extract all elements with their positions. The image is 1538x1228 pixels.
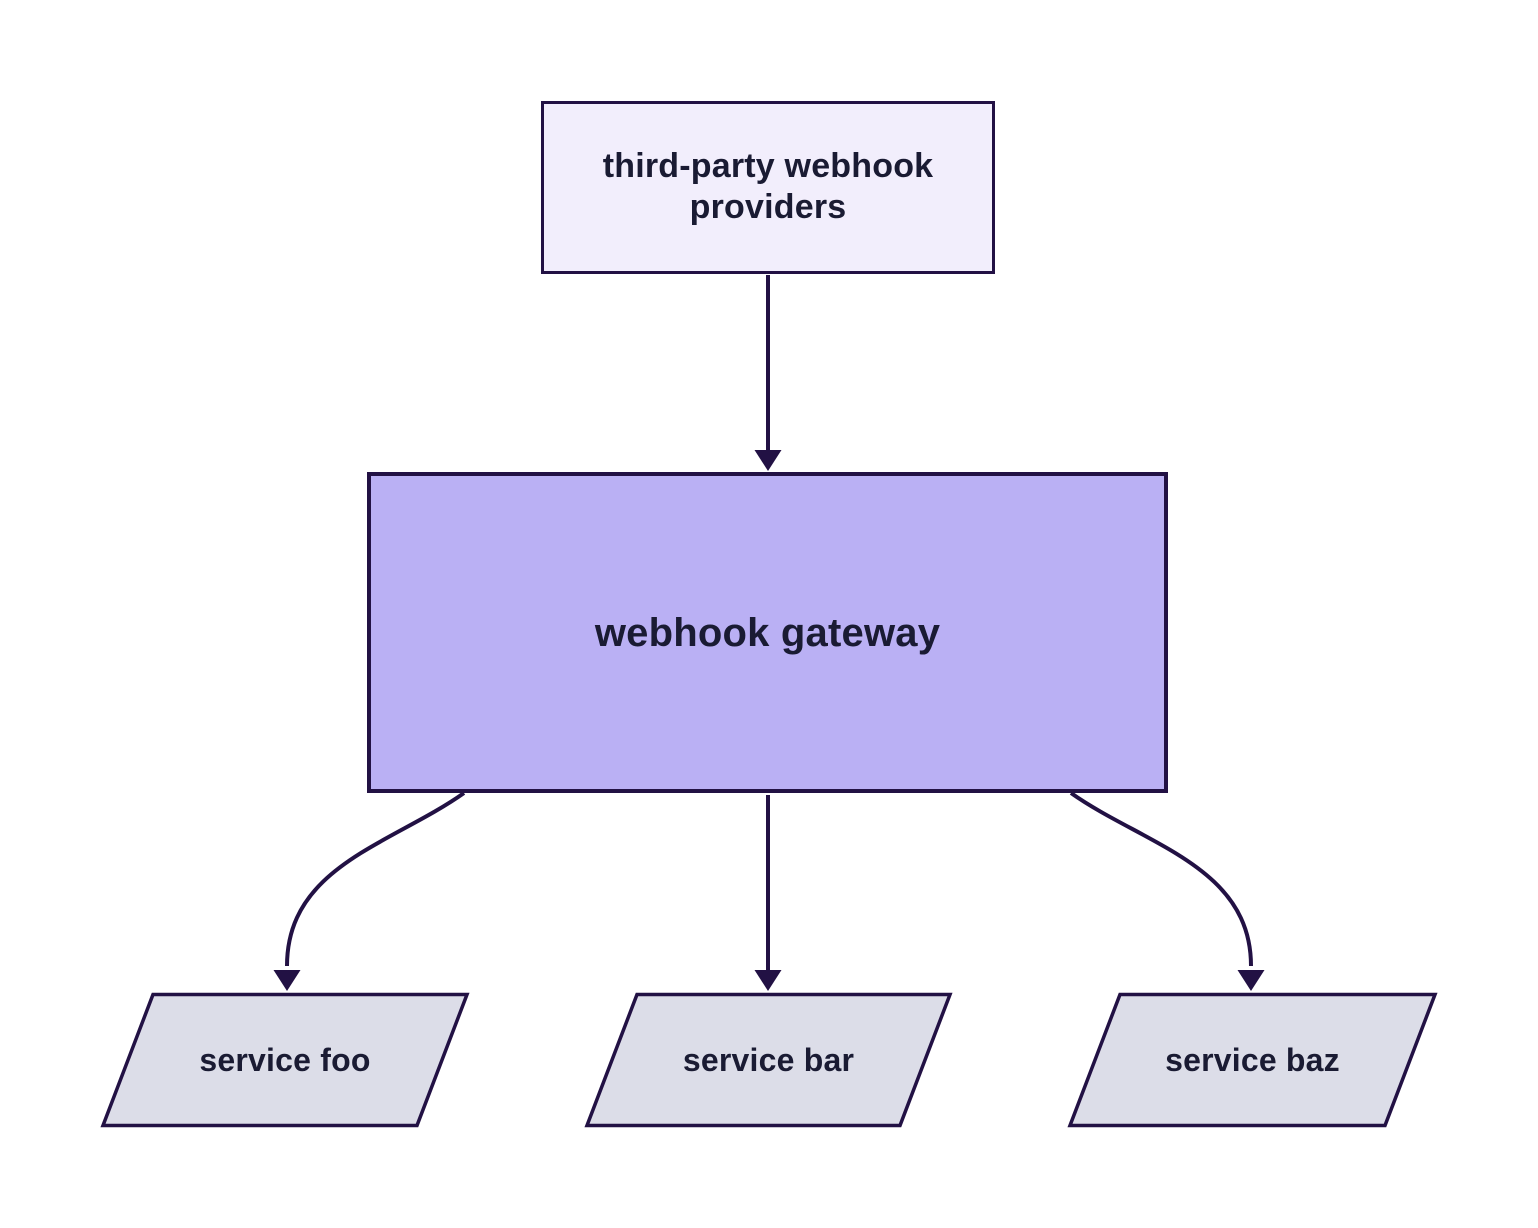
service-foo-node-label: service foo	[199, 1041, 371, 1078]
edge-gateway-to-service-baz	[1069, 791, 1253, 967]
service-baz-node-label: service baz	[1165, 1041, 1340, 1078]
arrowhead-gateway-to-service-baz-icon	[1237, 970, 1265, 991]
gateway-node-label: webhook gateway	[594, 610, 941, 655]
service-baz-node-shape	[1067, 992, 1438, 1128]
edge-gateway-to-service-foo	[285, 791, 466, 967]
service-bar-node-shape	[584, 992, 953, 1128]
arrowhead-gateway-to-service-foo-icon	[273, 970, 301, 991]
providers-node-shape	[541, 101, 995, 274]
service-foo-node-shape	[100, 992, 470, 1128]
providers-node-label: third-party webhook providers	[602, 147, 934, 226]
service-bar-node-label: service bar	[682, 1041, 855, 1078]
gateway-node-shape	[367, 472, 1168, 793]
arrowhead-gateway-to-service-bar-icon	[754, 970, 782, 991]
arrowhead-providers-to-gateway-icon	[754, 450, 782, 471]
